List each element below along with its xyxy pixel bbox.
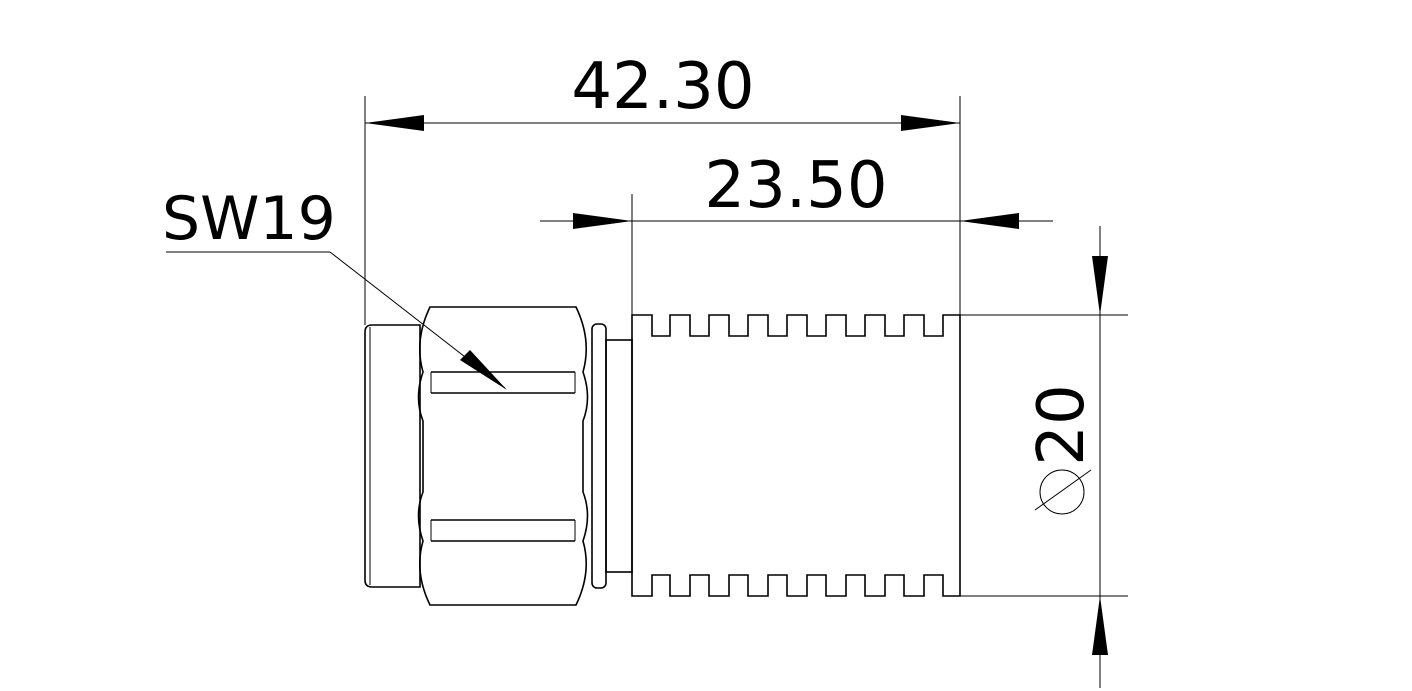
dimension-diameter: 20 — [945, 226, 1128, 688]
arrowhead-thread-left — [573, 213, 632, 229]
neck — [591, 323, 633, 589]
fitting-part — [364, 306, 961, 606]
dimension-thread-length: 23.50 — [540, 149, 1053, 318]
wrench-size-label: SW19 — [162, 184, 336, 254]
arrowhead-diameter-top — [1092, 256, 1108, 315]
left-collar — [364, 324, 421, 588]
svg-text:20: 20 — [1025, 384, 1099, 465]
dimension-text-overall: 42.30 — [571, 50, 754, 124]
finned-section — [631, 314, 961, 597]
diameter-symbol — [1034, 469, 1092, 515]
diameter-symbol-slash — [1034, 469, 1092, 511]
arrowhead-right — [901, 115, 960, 131]
wrench-size-callout: SW19 — [162, 184, 507, 390]
arrowhead-thread-right — [960, 213, 1019, 229]
leader-arrowhead — [460, 350, 507, 390]
dimension-text-diameter: 20 — [1025, 384, 1099, 465]
arrowhead-left — [365, 115, 424, 131]
arrowhead-diameter-bottom — [1092, 596, 1108, 655]
diameter-symbol-circle — [1039, 469, 1085, 515]
hex-nut — [417, 306, 589, 606]
dimension-text-thread: 23.50 — [704, 149, 887, 223]
dimension-overall-length: 42.30 — [364, 50, 961, 325]
